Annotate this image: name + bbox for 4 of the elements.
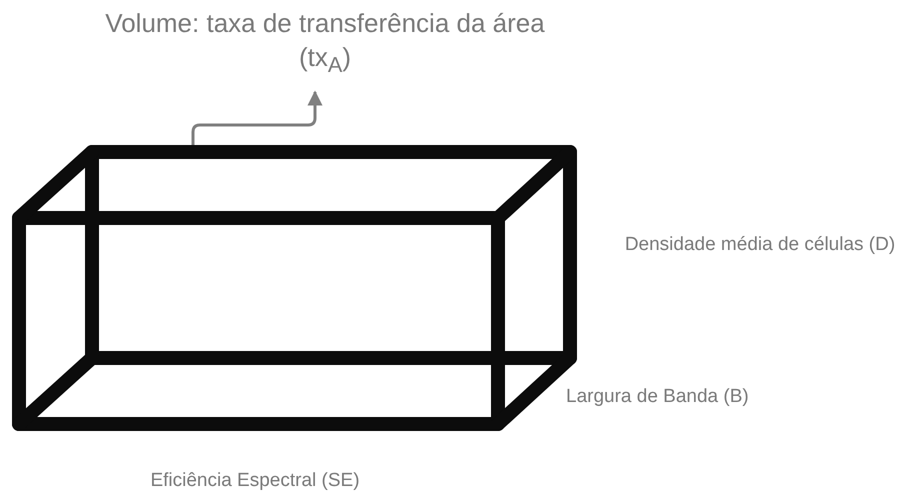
axis-label: Eficiência Espectral (SE) — [149, 469, 361, 493]
volume-label: Volume: taxa de transferência da área (tx$_{A}$) — [80, 6, 570, 86]
axis-label: Largura de Banda (B) — [566, 385, 750, 409]
axis-label: Densidade média de células (D) — [624, 233, 896, 257]
